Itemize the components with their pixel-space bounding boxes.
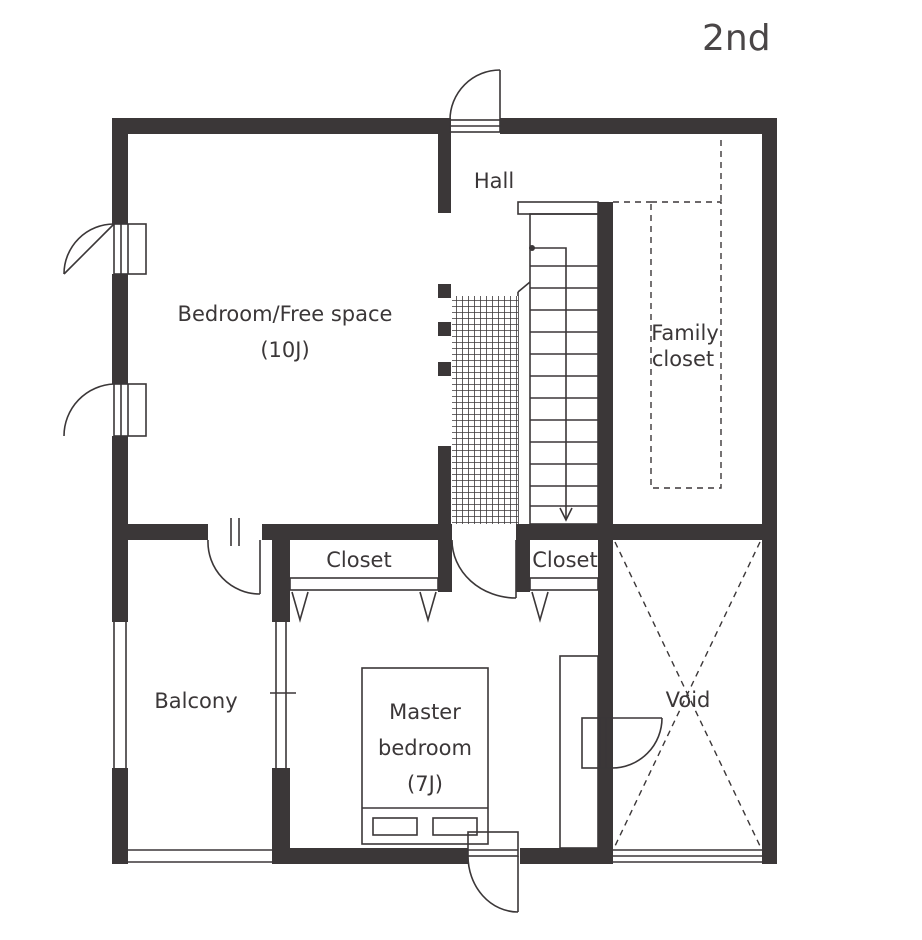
- room-label-closet-left: Closet: [326, 548, 391, 572]
- room-label-master-line1: Master: [389, 700, 461, 724]
- interior-walls: [112, 118, 777, 864]
- room-label-balcony: Balcony: [154, 689, 237, 713]
- room-label-hall: Hall: [474, 169, 514, 193]
- doors: [63, 69, 663, 913]
- room-label-family-closet-line1: Family: [651, 321, 719, 345]
- wardrobe: [559, 655, 599, 849]
- room-label-master-line2: bedroom: [378, 736, 472, 760]
- staircase: [517, 201, 599, 525]
- floor-label: 2nd: [702, 18, 771, 59]
- room-label-bedroom-free-space: Bedroom/Free space: [178, 302, 393, 326]
- closets: [289, 577, 599, 623]
- bed: [361, 667, 489, 845]
- room-label-closet-right: Closet: [532, 548, 597, 572]
- windows: [113, 622, 762, 863]
- void-cross: [614, 541, 761, 847]
- room-size-master: (7J): [407, 772, 443, 796]
- room-label-void: Void: [666, 688, 711, 712]
- exterior-walls: [112, 118, 777, 864]
- floor-grating: [452, 296, 518, 524]
- family-closet-shelf: [650, 201, 722, 489]
- room-size-bedroom-free-space: (10J): [260, 338, 309, 362]
- room-label-family-closet-line2: closet: [652, 347, 714, 371]
